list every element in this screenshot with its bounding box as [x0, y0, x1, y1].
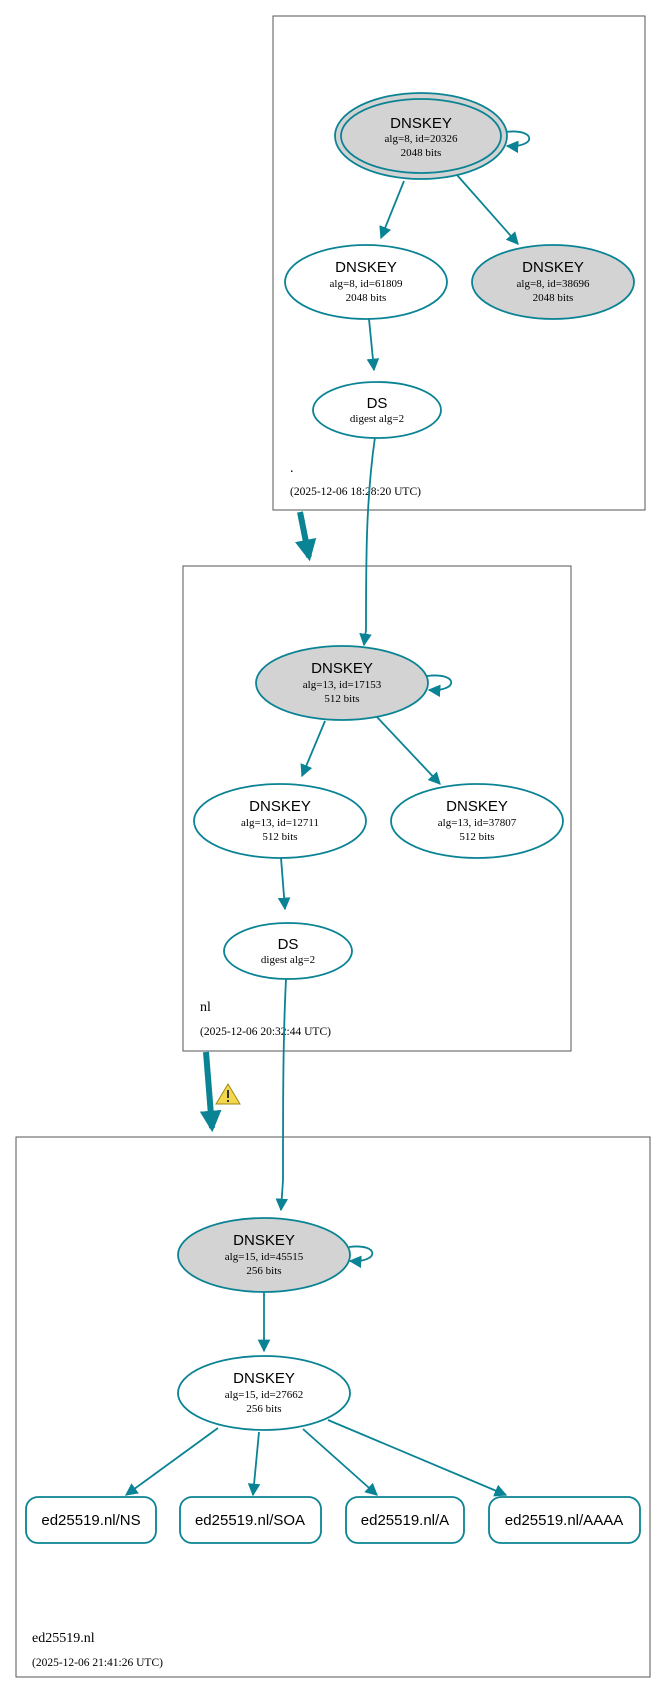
node-ed25519-dnskey-45515[interactable]: DNSKEY alg=15, id=45515 256 bits: [177, 1217, 351, 1293]
delegation-arrow-nl-ed25519: [199, 1051, 222, 1133]
edge-root-ksk-to-zsk: [379, 180, 405, 240]
node-ed25519-dnskey-27662[interactable]: DNSKEY alg=15, id=27662 256 bits: [177, 1355, 351, 1431]
node-root-dnskey-61809[interactable]: DNSKEY alg=8, id=61809 2048 bits: [284, 244, 448, 320]
node-nl-dnskey-37807-bits: 512 bits: [459, 831, 494, 843]
node-nl-dnskey-17153-bits: 512 bits: [324, 693, 359, 705]
zone-nl: nl (2025-12-06 20:32:44 UTC): [182, 565, 572, 1052]
node-root-dnskey-20326-type: DNSKEY: [390, 115, 452, 132]
zone-nl-box: [182, 565, 572, 1052]
zone-nl-timestamp: (2025-12-06 20:32:44 UTC): [200, 1026, 331, 1038]
warning-triangle-icon: [215, 1083, 241, 1105]
node-root-dnskey-61809-type: DNSKEY: [335, 259, 397, 276]
node-root-dnskey-61809-alg: alg=8, id=61809: [330, 278, 403, 290]
node-nl-dnskey-37807[interactable]: DNSKEY alg=13, id=37807 512 bits: [390, 783, 564, 859]
rrset-a[interactable]: ed25519.nl/A: [345, 1496, 465, 1544]
node-root-dnskey-61809-bits: 2048 bits: [346, 292, 387, 304]
node-root-dnskey-20326-alg: alg=8, id=20326: [385, 133, 458, 145]
edge-root-zsk-to-ds: [366, 318, 380, 372]
edge-ed-zsk-to-aaaa: [327, 1419, 508, 1497]
node-nl-dnskey-37807-alg: alg=13, id=37807: [438, 817, 517, 829]
zone-nl-label: nl: [200, 1000, 211, 1015]
node-nl-dnskey-12711-alg: alg=13, id=12711: [241, 817, 319, 829]
node-root-dnskey-38696[interactable]: DNSKEY alg=8, id=38696 2048 bits: [471, 244, 635, 320]
zone-root-label: .: [290, 461, 294, 476]
node-root-dnskey-38696-type: DNSKEY: [522, 259, 584, 276]
self-loop-nl-ksk: [426, 674, 453, 698]
node-ed25519-dnskey-45515-type: DNSKEY: [233, 1232, 295, 1249]
node-root-dnskey-38696-bits: 2048 bits: [533, 292, 574, 304]
node-nl-ds-digest: digest alg=2: [350, 413, 404, 425]
node-nl-dnskey-12711[interactable]: DNSKEY alg=13, id=12711 512 bits: [193, 783, 367, 859]
node-ed25519-dnskey-27662-bits: 256 bits: [246, 1403, 281, 1415]
rrset-soa-label: ed25519.nl/SOA: [195, 1512, 305, 1529]
rrset-aaaa-label: ed25519.nl/AAAA: [505, 1512, 623, 1529]
edge-nl-ds-to-nl-ksk: [359, 436, 376, 647]
node-ed25519-ds[interactable]: DS digest alg=2: [223, 922, 353, 980]
zone-ed25519-box: [15, 1136, 651, 1678]
zone-ed25519-label: ed25519.nl: [32, 1631, 95, 1646]
node-nl-dnskey-17153-type: DNSKEY: [311, 660, 373, 677]
rrset-ns-label: ed25519.nl/NS: [41, 1512, 140, 1529]
zone-root-box: [272, 15, 646, 511]
rrset-aaaa[interactable]: ed25519.nl/AAAA: [488, 1496, 641, 1544]
zone-root: . (2025-12-06 18:28:20 UTC): [272, 15, 646, 511]
node-nl-dnskey-12711-type: DNSKEY: [249, 798, 311, 815]
node-nl-dnskey-17153-alg: alg=13, id=17153: [303, 679, 382, 691]
edge-ed-ds-to-ed-ksk: [275, 978, 289, 1212]
edge-ed-zsk-to-ns: [124, 1427, 219, 1496]
edge-root-ksk-to-ksk2: [456, 174, 519, 245]
edge-ed-zsk-to-a: [302, 1428, 378, 1496]
rrset-soa[interactable]: ed25519.nl/SOA: [179, 1496, 322, 1544]
node-ed25519-ds-digest: digest alg=2: [261, 954, 315, 966]
rrset-a-label: ed25519.nl/A: [361, 1512, 449, 1529]
zone-root-timestamp: (2025-12-06 18:28:20 UTC): [290, 486, 421, 498]
zone-ed25519: ed25519.nl (2025-12-06 21:41:26 UTC): [15, 1136, 651, 1678]
node-nl-ds-type: DS: [367, 395, 388, 412]
node-ed25519-dnskey-27662-alg: alg=15, id=27662: [225, 1389, 303, 1401]
node-nl-ds[interactable]: DS digest alg=2: [312, 381, 442, 439]
edge-ed-zsk-to-soa: [247, 1431, 261, 1497]
edge-nl-zsk-to-ds: [277, 857, 291, 911]
node-ed25519-dnskey-45515-alg: alg=15, id=45515: [225, 1251, 304, 1263]
node-nl-dnskey-12711-bits: 512 bits: [262, 831, 297, 843]
self-loop-root-ksk: [504, 130, 531, 154]
node-nl-dnskey-37807-type: DNSKEY: [446, 798, 508, 815]
node-ed25519-dnskey-45515-bits: 256 bits: [246, 1265, 281, 1277]
rrset-ns[interactable]: ed25519.nl/NS: [25, 1496, 157, 1544]
self-loop-ed-ksk: [348, 1245, 374, 1269]
node-root-dnskey-38696-alg: alg=8, id=38696: [517, 278, 590, 290]
edge-nl-ksk-to-zsk2: [376, 716, 441, 785]
zone-ed25519-timestamp: (2025-12-06 21:41:26 UTC): [32, 1657, 163, 1669]
node-ed25519-ds-type: DS: [278, 936, 299, 953]
node-root-dnskey-20326-bits: 2048 bits: [401, 147, 442, 159]
delegation-arrow-root-nl: [295, 511, 317, 562]
node-ed25519-dnskey-27662-type: DNSKEY: [233, 1370, 295, 1387]
node-nl-dnskey-17153[interactable]: DNSKEY alg=13, id=17153 512 bits: [255, 645, 429, 721]
edge-nl-ksk-to-zsk: [300, 720, 326, 778]
node-root-dnskey-20326[interactable]: DNSKEY alg=8, id=20326 2048 bits: [334, 92, 508, 180]
